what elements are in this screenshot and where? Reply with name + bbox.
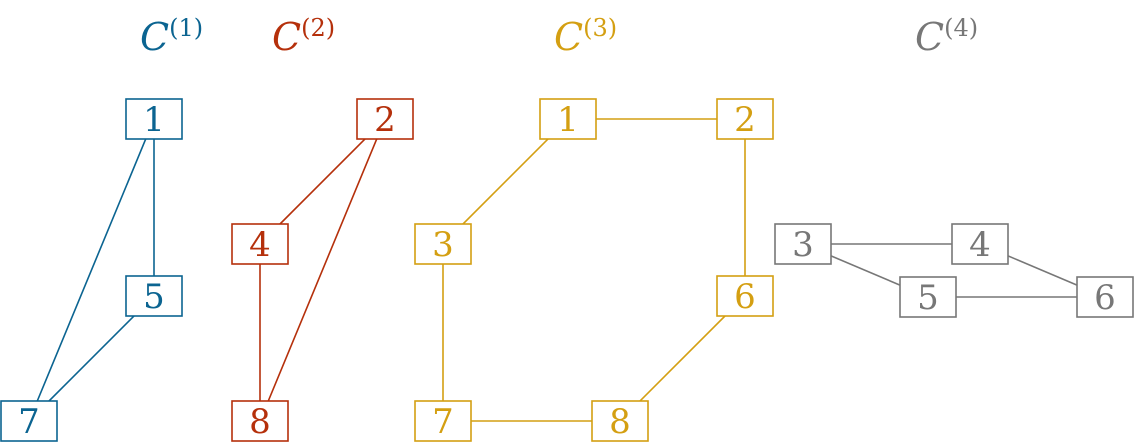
edge-8-6 (619, 295, 746, 422)
cluster-4: C(4) 3 45 6 (774, 14, 1134, 318)
cluster-1: C(1) 1 5 7 (0, 14, 203, 442)
node-6: 6 (716, 275, 774, 317)
node-label: 1 (557, 100, 579, 140)
node-2: 2 (716, 98, 774, 140)
node-label: 7 (18, 402, 40, 442)
cluster-title-superscript: (1) (169, 14, 203, 42)
cluster-title: C(2) (272, 14, 335, 59)
node-label: 5 (143, 277, 165, 317)
edge-1-7 (28, 118, 155, 422)
node-box (356, 98, 414, 140)
node-3: 3 (414, 223, 472, 265)
node-label: 1 (143, 100, 165, 140)
node-label: 5 (917, 278, 939, 318)
node-label: 4 (249, 225, 271, 265)
node-label: 8 (609, 402, 631, 442)
node-box (899, 276, 957, 318)
node-box (716, 98, 774, 140)
cluster-title-superscript: (4) (944, 14, 978, 42)
node-3: 3 (774, 223, 832, 265)
node-8: 8 (231, 400, 289, 442)
edge-1-3 (442, 118, 569, 245)
cluster-title: C(4) (915, 14, 978, 59)
node-2: 2 (356, 98, 414, 140)
node-7: 7 (0, 400, 58, 442)
node-box (231, 223, 289, 265)
node-label: 2 (374, 100, 396, 140)
node-6: 6 (1076, 276, 1134, 318)
cluster-3: C(3) 1 2 3 6 7 8 (414, 14, 774, 442)
node-box (716, 275, 774, 317)
node-label: 4 (969, 225, 991, 265)
node-8: 8 (591, 400, 649, 442)
node-label: 3 (792, 225, 814, 265)
node-label: 6 (1094, 278, 1116, 318)
node-5: 5 (899, 276, 957, 318)
node-box (0, 400, 58, 442)
node-7: 7 (414, 400, 472, 442)
node-box (539, 98, 597, 140)
node-label: 8 (249, 402, 271, 442)
edge-2-4 (259, 118, 386, 245)
node-label: 2 (734, 100, 756, 140)
node-box (125, 98, 183, 140)
node-box (125, 275, 183, 317)
node-5: 5 (125, 275, 183, 317)
node-label: 3 (432, 225, 454, 265)
node-box (414, 223, 472, 265)
node-box (1076, 276, 1134, 318)
cluster-title: C(3) (554, 14, 617, 59)
cluster-title-superscript: (3) (583, 14, 617, 42)
cluster-2: C(2) 2 4 8 (231, 14, 414, 442)
node-1: 1 (539, 98, 597, 140)
node-box (591, 400, 649, 442)
node-1: 1 (125, 98, 183, 140)
edge-2-8 (259, 118, 386, 422)
cluster-title-superscript: (2) (301, 14, 335, 42)
node-box (951, 223, 1009, 265)
cluster-title: C(1) (140, 14, 203, 59)
node-4: 4 (951, 223, 1009, 265)
node-box (414, 400, 472, 442)
node-label: 6 (734, 277, 756, 317)
node-box (231, 400, 289, 442)
node-box (774, 223, 832, 265)
node-4: 4 (231, 223, 289, 265)
node-label: 7 (432, 402, 454, 442)
edge-5-7 (28, 295, 155, 422)
